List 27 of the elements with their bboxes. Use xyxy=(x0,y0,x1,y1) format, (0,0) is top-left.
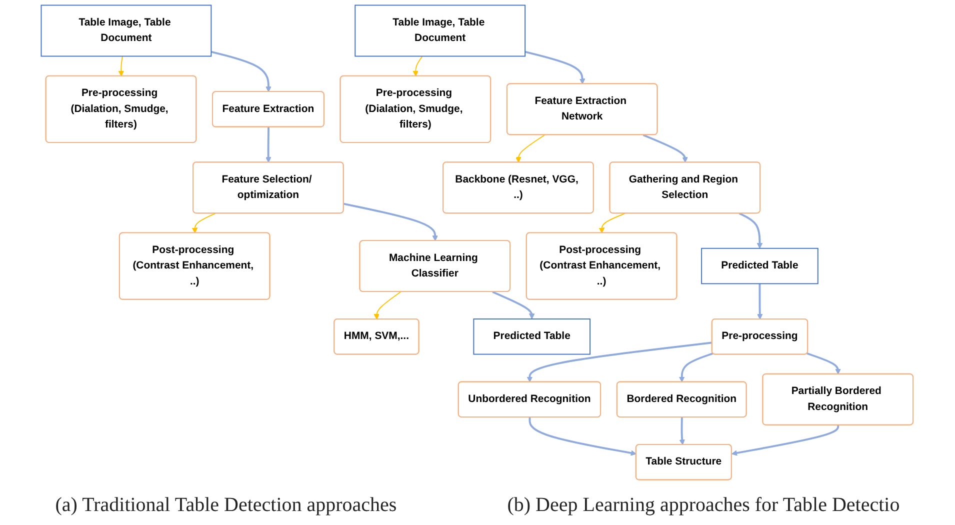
arrow xyxy=(679,352,714,382)
node-box xyxy=(701,248,819,284)
arrow xyxy=(732,425,840,456)
node-box xyxy=(355,4,526,57)
arrow xyxy=(529,417,637,456)
arrow xyxy=(739,212,763,249)
arrow xyxy=(516,134,546,163)
sub-caption: (b) Deep Learning approaches for Table Detectio xyxy=(507,494,900,516)
arrow xyxy=(680,417,686,446)
arrow xyxy=(527,342,713,382)
sub-caption: (a) Traditional Table Detection approaches xyxy=(55,494,397,516)
arrow xyxy=(492,290,536,320)
arrow xyxy=(643,134,688,163)
arrow xyxy=(807,352,842,374)
node-box xyxy=(41,4,212,57)
arrow xyxy=(599,212,626,234)
arrow xyxy=(757,284,764,320)
arrow xyxy=(374,291,402,320)
arrow xyxy=(266,127,272,163)
arrow xyxy=(118,56,124,76)
arrow xyxy=(413,56,424,76)
flowchart: Table Image, Table Document Pre-processing (Dialation, Smudge, filters) Feature Extraction Feature Selection/ optimization Post-processing (Contrast Enhancement, ..) Machine Learning Classifier HMM, SVM,... Predicted Table Table Image, Table Document Pre-processing (Dialation, Smudge, filters) Feature Extraction Network Backbone (Resnet, VGG, ..) Gathering and Region Selection Post-processing (Contrast Enhancement, ..) Predicted Table Pre-processing Unbordered Recognition Bordered Recognition Partially Bordered Recognition Table Structure xyxy=(36,0,919,485)
arrow xyxy=(344,202,438,242)
arrow xyxy=(211,50,272,92)
node-box xyxy=(474,318,591,355)
arrow xyxy=(525,50,586,84)
arrow xyxy=(192,212,216,234)
